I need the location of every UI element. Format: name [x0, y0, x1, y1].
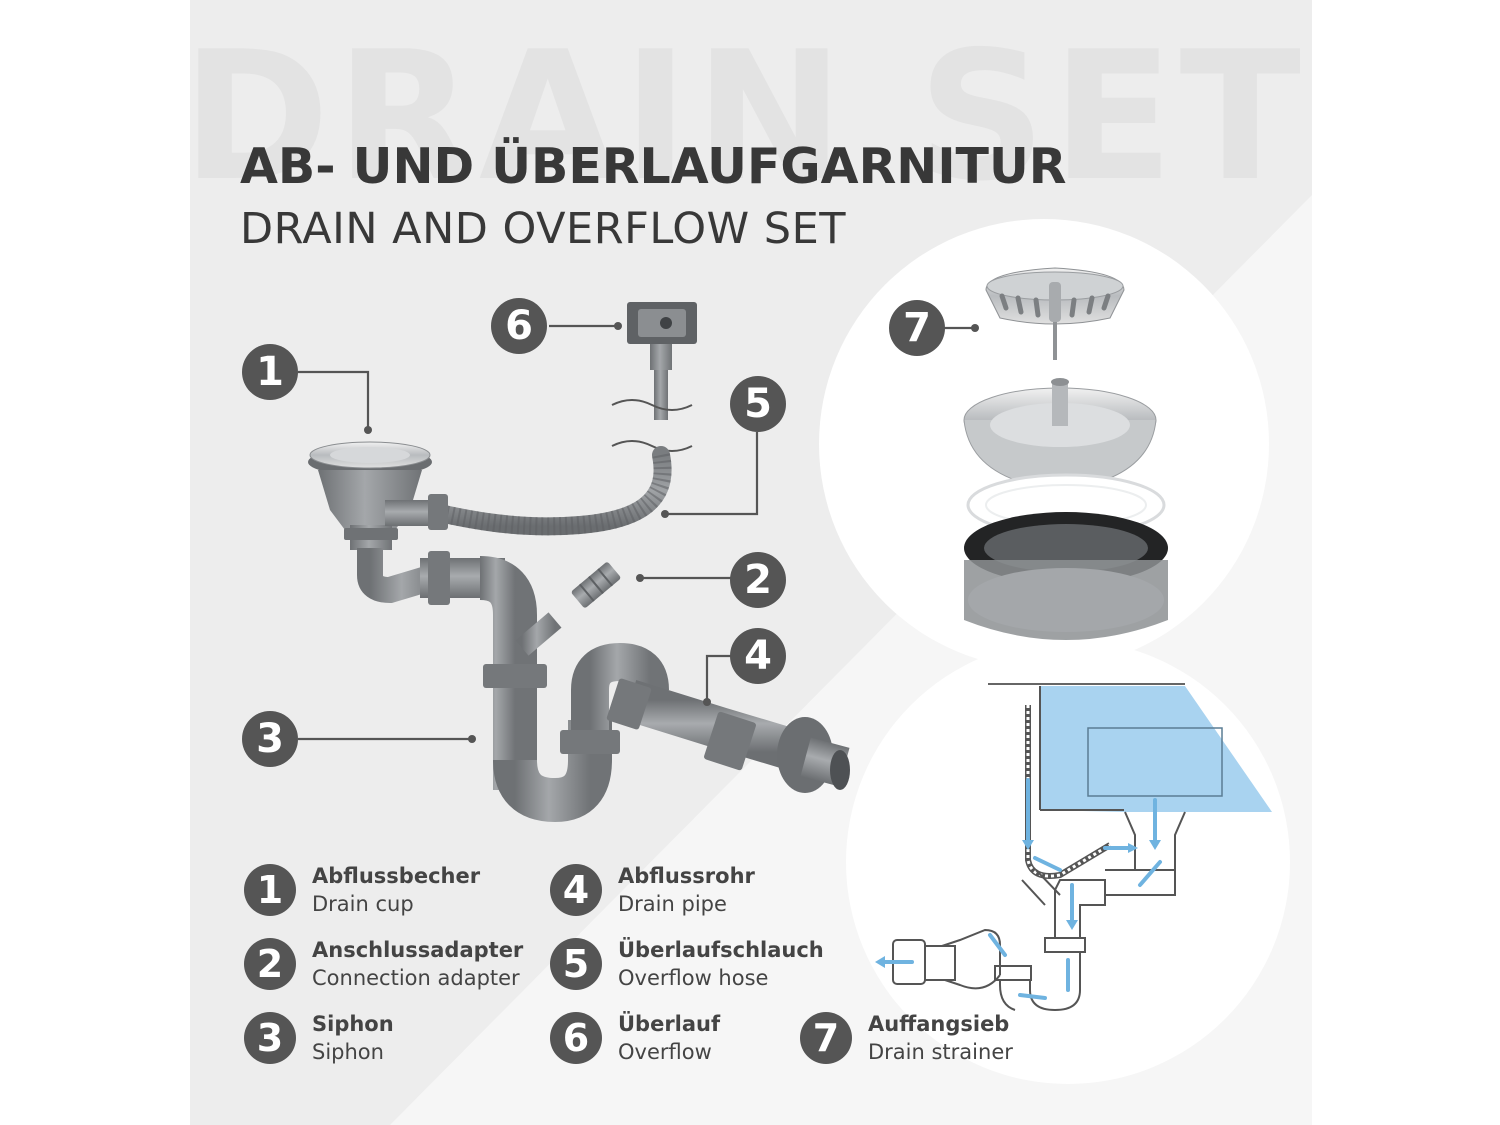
legend-label-de: Anschlussadapter	[312, 938, 524, 962]
title-english: DRAIN AND OVERFLOW SET	[240, 204, 847, 254]
watermark-text: DRAIN SET	[182, 13, 1307, 220]
callout-badge-2: 2	[730, 552, 786, 608]
legend-label-de: Überlaufschlauch	[618, 938, 824, 962]
leader-4	[705, 654, 732, 702]
strainer-exploded-view	[963, 267, 1168, 640]
legend-label-de: Abflussrohr	[618, 864, 755, 888]
flow-diagram	[875, 683, 1272, 1012]
legend-badge: 4	[550, 864, 602, 916]
legend-label-de: Überlauf	[618, 1012, 721, 1036]
legend-badge: 1	[244, 864, 296, 916]
callout-badge-4: 4	[730, 628, 786, 684]
legend-label-en: Siphon	[312, 1040, 384, 1064]
drain-cup-part	[308, 441, 448, 550]
legend-label-en: Overflow	[618, 1040, 712, 1064]
title-german: AB- UND ÜBERLAUFGARNITUR	[240, 138, 1067, 195]
legend-label-de: Auffangsieb	[868, 1012, 1010, 1036]
legend-badge: 5	[550, 938, 602, 990]
legend-label-en: Overflow hose	[618, 966, 769, 990]
legend-badge: 7	[800, 1012, 852, 1064]
legend-label-en: Drain pipe	[618, 892, 727, 916]
legend-label-de: Siphon	[312, 1012, 394, 1036]
overflow-part	[627, 302, 697, 420]
leader-1	[298, 370, 370, 430]
legend-label-en: Drain cup	[312, 892, 414, 916]
connection-adapter-part	[571, 562, 621, 608]
callout-badge-3: 3	[242, 711, 298, 767]
callout-badge-7: 7	[889, 300, 945, 356]
siphon-part	[357, 548, 669, 823]
legend-badge: 2	[244, 938, 296, 990]
legend-label-en: Connection adapter	[312, 966, 520, 990]
callout-badge-5: 5	[730, 376, 786, 432]
legend-badge: 6	[550, 1012, 602, 1064]
drain-pipe-part	[606, 678, 850, 793]
legend-badge: 3	[244, 1012, 296, 1064]
legend-label-de: Abflussbecher	[312, 864, 481, 888]
legend-label-en: Drain strainer	[868, 1040, 1013, 1064]
callout-badge-6: 6	[491, 298, 547, 354]
callout-badge-1: 1	[242, 344, 298, 400]
leader-5	[665, 432, 759, 516]
